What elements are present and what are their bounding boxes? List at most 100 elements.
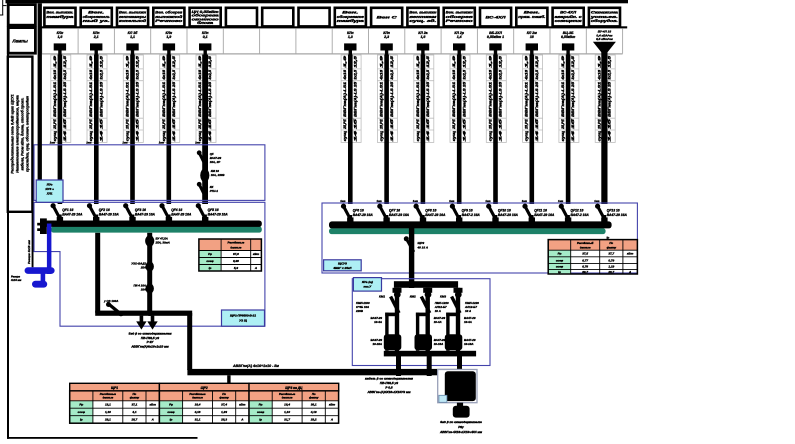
svg-text:10А, 220В: 10А, 220В [211, 173, 225, 177]
svg-text:1эт: 1эт [159, 141, 165, 145]
svg-text:0,4 кВА/чм: 0,4 кВА/чм [596, 33, 613, 37]
svg-text:КЛн: КЛн [93, 31, 101, 35]
svg-text:25,РЕ: 25,РЕ [53, 119, 57, 130]
svg-text:16: 16 [530, 35, 534, 39]
svg-text:12,5: 12,5 [99, 56, 103, 68]
svg-text:QF11 16: QF11 16 [534, 209, 547, 213]
svg-text:1эт: 1эт [340, 199, 346, 203]
svg-text:1б: 1б [63, 117, 67, 129]
svg-text:данные: данные [580, 245, 591, 249]
svg-text:3х2,5: 3х2,5 [571, 70, 575, 80]
svg-text:КЛ 1б: КЛ 1б [128, 31, 138, 35]
svg-text:ВА47-29 16А: ВА47-29 16А [498, 213, 519, 217]
svg-text:сущ: сущ [125, 130, 129, 141]
svg-text:ЯУо: ЯУо [46, 183, 53, 187]
svg-text:сущ: сущ [416, 130, 420, 141]
svg-text:Расчётные: Расчётные [100, 392, 117, 396]
svg-text:Sвд β со схемодержателем: Sвд β со схемодержателем [129, 332, 173, 336]
svg-text:16,4: 16,4 [284, 403, 290, 407]
svg-text:сущ: сущ [597, 130, 601, 141]
svg-text:ВА47-29 16А: ВА47-29 16А [171, 213, 192, 217]
svg-text:14: 14 [63, 131, 67, 141]
svg-text:венткам: венткам [409, 15, 437, 19]
svg-text:данные: данные [192, 396, 203, 400]
svg-text:1эт: 1эт [122, 141, 128, 145]
svg-text:16А: 16А [141, 288, 146, 292]
svg-text:QF9 16: QF9 16 [462, 209, 473, 213]
svg-text:соsφ: соsφ [78, 410, 86, 414]
svg-text:КМ3: КМ3 [440, 295, 446, 299]
svg-text:1эт: 1эт [413, 199, 419, 203]
svg-text:1,9: 1,9 [416, 56, 420, 68]
svg-text:3х2,5: 3х2,5 [353, 70, 357, 80]
svg-text:КЛн: КЛн [165, 31, 173, 35]
svg-text:ВВГнг(А)-LS1: ВВГнг(А)-LS1 [162, 82, 166, 117]
svg-text:ВВГнг(А)-LS1: ВВГнг(А)-LS1 [597, 82, 601, 117]
svg-text:4x16: 4x16 [125, 70, 129, 81]
svg-text:29,1: 29,1 [104, 418, 111, 422]
svg-text:69,7: 69,7 [582, 270, 588, 274]
svg-text:сущ: сущ [488, 130, 492, 141]
svg-text:Iр: Iр [208, 266, 211, 270]
svg-text:25,РЕ: 25,РЕ [89, 119, 93, 130]
svg-text:КЛн: КЛн [347, 31, 355, 35]
svg-text:ПВ-П49,5 уЗ: ПВ-П49,5 уЗ [141, 336, 159, 340]
svg-text:3х2,5: 3х2,5 [390, 70, 394, 80]
svg-text:25,РЕ: 25,РЕ [380, 119, 384, 130]
svg-text:3х2,5: 3х2,5 [208, 70, 212, 80]
svg-text:0,98: 0,98 [233, 259, 239, 263]
svg-text:1,3: 1,3 [348, 35, 353, 39]
svg-text:14: 14 [535, 131, 539, 141]
svg-text:4x16: 4x16 [597, 70, 601, 81]
svg-text:4,19: 4,19 [310, 410, 317, 414]
svg-text:факту: факту [219, 396, 229, 400]
svg-text:12,5: 12,5 [208, 56, 212, 68]
svg-text:12,5: 12,5 [172, 56, 176, 68]
svg-text:сущ: сущ [89, 130, 93, 141]
svg-text:37,7: 37,7 [608, 252, 614, 256]
svg-text:ВВГнг(А)-LS1: ВВГнг(А)-LS1 [89, 82, 93, 117]
svg-text:QF3 16: QF3 16 [135, 208, 146, 212]
svg-text:QF4 16: QF4 16 [171, 208, 182, 212]
svg-text:соsφ: соsφ [206, 259, 214, 263]
svg-text:4,1: 4,1 [131, 410, 137, 414]
svg-text:25,РЕ: 25,РЕ [597, 119, 601, 130]
svg-text:12,5: 12,5 [571, 56, 575, 68]
svg-text:ПВ-П49,5 уЗ: ПВ-П49,5 уЗ [380, 381, 398, 385]
svg-text:0,77: 0,77 [582, 258, 588, 262]
svg-text:2,1: 2,1 [93, 35, 99, 39]
svg-text:ВВГнг(А)-LS1: ВВГнг(А)-LS1 [561, 82, 565, 117]
svg-text:КМ 16: КМ 16 [211, 169, 220, 173]
svg-text:КЛн: КЛн [202, 31, 210, 35]
svg-text:12,5: 12,5 [353, 56, 357, 68]
svg-text:ВА47-29 16А: ВА47-29 16А [353, 213, 374, 217]
svg-text:4x16: 4x16 [561, 70, 565, 81]
svg-text:1эт: 1эт [377, 199, 383, 203]
svg-text:1б: 1б [390, 117, 394, 129]
svg-text:1,9: 1,9 [198, 56, 202, 68]
svg-text:1,9: 1,9 [525, 56, 529, 68]
svg-text:Sвд β по схемодержателю: Sвд β по схемодержателю [440, 420, 482, 424]
svg-text:кВт: кВт [150, 403, 157, 407]
svg-text:4x16: 4x16 [89, 70, 93, 81]
svg-text:220В: 220В [355, 309, 363, 313]
svg-text:данные: данные [282, 396, 293, 400]
svg-text:14: 14 [608, 131, 612, 141]
svg-text:ВВГнг(А)-LS 25: ВВГнг(А)-LS 25 [608, 82, 612, 117]
svg-text:ЩР3: ЩР3 [418, 241, 425, 245]
svg-text:данные: данные [103, 396, 114, 400]
svg-text:25,РЕ: 25,РЕ [488, 119, 492, 130]
svg-text:ВС-4ХЛ: ВС-4ХЛ [486, 16, 507, 20]
svg-text:соsφ: соsφ [257, 410, 265, 414]
svg-text:кВт: кВт [239, 403, 246, 407]
svg-text:4ВВГ х 25кЛ: 4ВВГ х 25кЛ [332, 266, 352, 270]
svg-text:обогрев: обогрев [446, 15, 473, 19]
svg-text:соsφ: соsφ [167, 410, 175, 414]
svg-text:4x16: 4x16 [198, 70, 202, 81]
svg-text:освещения: освещения [555, 19, 582, 23]
svg-text:Речного: Речного [446, 19, 473, 23]
svg-text:14: 14 [426, 131, 430, 141]
svg-text:10 А: 10 А [465, 309, 471, 313]
svg-text:ЯУа (щ): ЯУа (щ) [361, 280, 373, 284]
svg-text:котельной: котельной [119, 19, 146, 23]
